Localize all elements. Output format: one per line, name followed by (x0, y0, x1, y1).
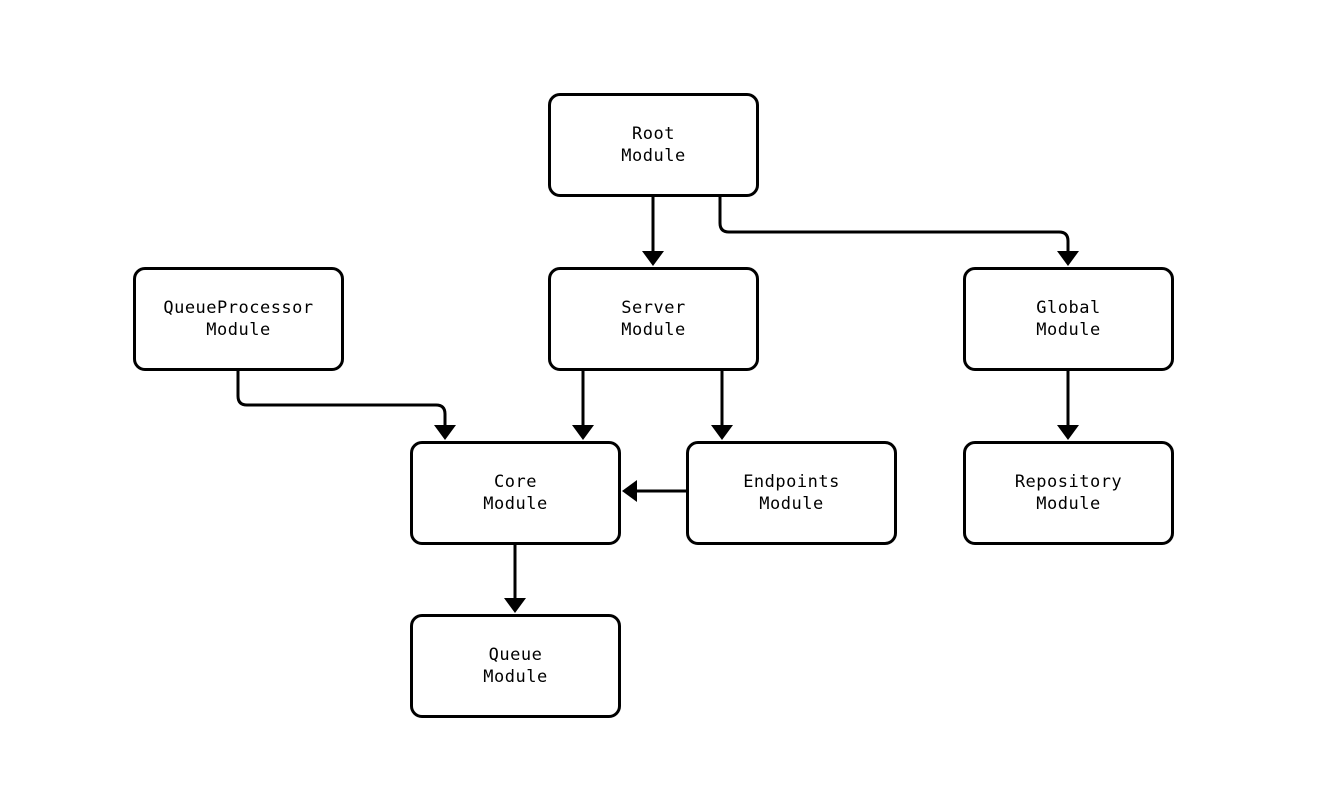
node-server[interactable]: Server Module (548, 267, 759, 371)
edge-root-to-global (718, 197, 1079, 266)
arrowhead-down (642, 251, 664, 266)
node-label-repository: Repository Module (1014, 472, 1123, 514)
node-root[interactable]: Root Module (548, 93, 759, 197)
edge-server-to-core (572, 371, 594, 440)
node-label-endpoints: Endpoints Module (743, 472, 840, 514)
node-label-global: Global Module (1036, 298, 1101, 340)
node-repository[interactable]: Repository Module (963, 441, 1174, 545)
node-label-core: Core Module (483, 472, 548, 514)
edge-global-to-repository (1057, 371, 1079, 440)
arrowhead-down (1057, 425, 1079, 440)
node-core[interactable]: Core Module (410, 441, 621, 545)
edge-line (236, 371, 447, 429)
arrowhead-down (504, 598, 526, 613)
node-global[interactable]: Global Module (963, 267, 1174, 371)
node-queue[interactable]: Queue Module (410, 614, 621, 718)
arrowhead-down (711, 425, 733, 440)
edge-endpoints-to-core (622, 480, 686, 502)
arrowhead-down (1057, 251, 1079, 266)
edge-core-to-queue (504, 545, 526, 613)
arrowhead-left (622, 480, 637, 502)
node-label-server: Server Module (621, 298, 686, 340)
arrowhead-down (434, 425, 456, 440)
node-label-root: Root Module (621, 124, 686, 166)
node-queueprocessor[interactable]: QueueProcessor Module (133, 267, 344, 371)
edge-queueprocessor-to-core (236, 371, 456, 440)
node-label-queue: Queue Module (483, 645, 548, 687)
arrowhead-down (572, 425, 594, 440)
node-endpoints[interactable]: Endpoints Module (686, 441, 897, 545)
edge-root-to-server (642, 197, 664, 266)
edge-line (718, 197, 1070, 255)
edge-server-to-endpoints (711, 371, 733, 440)
node-label-queueprocessor: QueueProcessor Module (163, 298, 314, 340)
